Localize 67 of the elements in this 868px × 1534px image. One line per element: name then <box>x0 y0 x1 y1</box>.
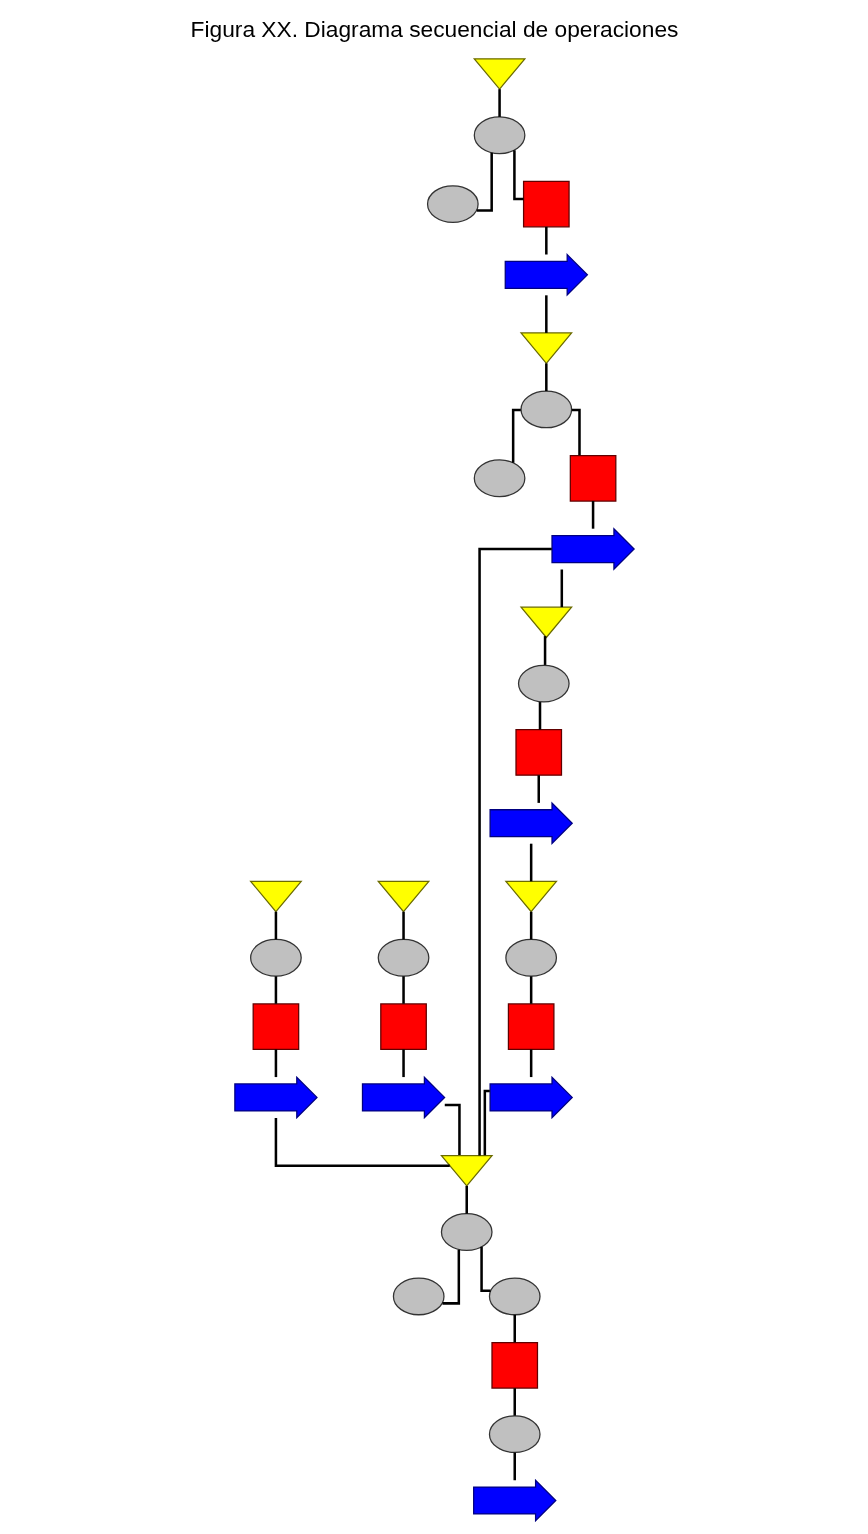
connector <box>483 1089 490 1156</box>
node-circle <box>488 1415 541 1454</box>
node-circle <box>488 1277 541 1316</box>
node-box <box>490 1341 538 1389</box>
node-circle <box>504 938 557 977</box>
node-triangle <box>248 880 303 913</box>
node-box <box>522 180 570 228</box>
node-box <box>252 1003 299 1051</box>
connector <box>529 843 532 882</box>
connector <box>512 150 523 201</box>
connector <box>512 1452 516 1481</box>
node-arrow <box>361 1075 445 1120</box>
connector <box>442 1249 460 1305</box>
node-circle <box>440 1213 493 1251</box>
node-triangle <box>519 332 573 365</box>
node-arrow <box>488 1075 573 1120</box>
connector <box>401 911 405 940</box>
node-circle <box>392 1277 445 1316</box>
connector <box>274 911 277 940</box>
node-arrow <box>550 527 635 571</box>
connector <box>591 501 594 529</box>
node-circle <box>377 938 429 977</box>
node-triangle <box>504 880 558 913</box>
connector <box>571 408 581 456</box>
connector <box>464 1185 468 1214</box>
node-arrow <box>233 1075 318 1120</box>
node-triangle <box>439 1154 493 1187</box>
connector <box>274 1049 277 1078</box>
node-box <box>379 1003 427 1051</box>
connector <box>544 295 548 333</box>
node-circle <box>473 116 525 155</box>
connector <box>274 976 277 1004</box>
node-circle <box>249 938 302 977</box>
connector <box>536 775 540 803</box>
connector <box>544 363 548 392</box>
connector <box>401 1049 405 1078</box>
connector <box>560 569 563 608</box>
node-circle <box>519 390 572 429</box>
connector <box>529 976 532 1004</box>
connector <box>477 547 552 1156</box>
connector <box>512 1314 516 1343</box>
node-triangle <box>472 58 526 91</box>
connector <box>274 1117 450 1167</box>
connector <box>401 976 405 1004</box>
node-arrow <box>488 801 573 845</box>
connector <box>444 1103 461 1156</box>
connector <box>479 1246 491 1292</box>
node-box <box>514 729 562 776</box>
node-circle <box>473 459 525 498</box>
connector <box>538 702 541 730</box>
node-arrow <box>504 253 588 297</box>
node-circle <box>517 664 570 703</box>
connector <box>529 911 532 940</box>
connector <box>529 1049 532 1078</box>
connector <box>476 152 493 212</box>
node-box <box>507 1003 555 1051</box>
node-circle <box>426 185 479 224</box>
node-triangle <box>376 880 430 913</box>
connector <box>511 408 521 463</box>
node-box <box>569 454 616 502</box>
diagram-title: Figura XX. Diagrama secuencial de operaciones <box>190 15 678 42</box>
connector <box>543 636 546 665</box>
node-triangle <box>519 606 573 639</box>
connector <box>497 89 501 117</box>
connector <box>544 226 548 255</box>
connector <box>512 1388 516 1416</box>
node-arrow <box>472 1478 557 1523</box>
